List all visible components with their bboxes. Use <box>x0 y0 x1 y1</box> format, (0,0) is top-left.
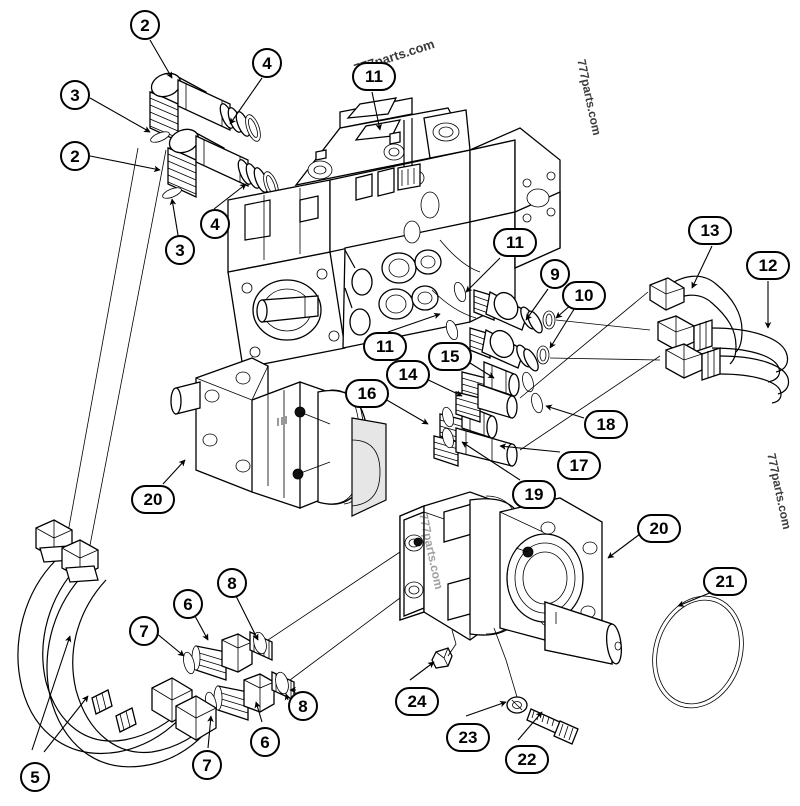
callout-16[interactable]: 16 <box>345 379 389 408</box>
callout-23[interactable]: 23 <box>446 723 490 752</box>
o-ring-on-16 <box>442 406 454 428</box>
callout-3[interactable]: 3 <box>60 80 90 110</box>
o-ring-8-lower <box>275 671 289 695</box>
callout-22[interactable]: 22 <box>505 745 549 774</box>
callout-11[interactable]: 11 <box>352 62 396 91</box>
hose-assembly-12-upper <box>657 315 789 383</box>
hydraulic-drive-motor-right <box>399 491 623 665</box>
plug-24 <box>431 647 453 669</box>
adapter-fitting-6-lower <box>213 670 295 721</box>
hose-assembly-13 <box>649 275 743 365</box>
elbow-adapter-9-upper <box>473 289 543 334</box>
callout-6[interactable]: 6 <box>250 727 280 757</box>
callout-20[interactable]: 20 <box>131 485 175 514</box>
hose-assembly-12-lower <box>665 343 790 404</box>
callout-7[interactable]: 7 <box>129 616 159 646</box>
washer-23 <box>506 696 528 714</box>
o-ring-21 <box>652 595 744 709</box>
callout-4[interactable]: 4 <box>252 48 282 78</box>
o-ring-19 <box>442 427 454 449</box>
callout-15[interactable]: 15 <box>428 342 472 371</box>
callout-10[interactable]: 10 <box>562 281 606 310</box>
cap-screw-22 <box>526 708 579 745</box>
hydraulic-drive-motor-left <box>170 357 387 517</box>
callout-12[interactable]: 12 <box>746 251 790 280</box>
adapter-fitting-18 <box>455 383 518 423</box>
callout-7[interactable]: 7 <box>192 750 222 780</box>
callout-2[interactable]: 2 <box>130 10 160 40</box>
hose-assembly-5-upper <box>17 519 193 754</box>
elbow-fitting-upper <box>149 72 251 143</box>
elbow-fitting-lower <box>167 128 269 199</box>
o-ring-15 <box>522 371 534 393</box>
callout-5[interactable]: 5 <box>20 762 50 792</box>
callout-2[interactable]: 2 <box>60 141 90 171</box>
o-ring-11-a <box>453 281 467 303</box>
callout-6[interactable]: 6 <box>173 589 203 619</box>
callout-11[interactable]: 11 <box>363 332 407 361</box>
callout-3[interactable]: 3 <box>165 235 195 265</box>
callout-18[interactable]: 18 <box>584 410 628 439</box>
o-ring-3-upper <box>150 131 170 143</box>
callout-24[interactable]: 24 <box>395 687 439 716</box>
callout-20[interactable]: 20 <box>637 514 681 543</box>
elbow-adapter-9-lower <box>469 327 539 372</box>
callout-17[interactable]: 17 <box>557 451 601 480</box>
o-ring-18 <box>531 392 543 414</box>
o-ring-7-upper <box>183 651 195 675</box>
o-ring-3-lower <box>162 187 182 199</box>
o-ring-11-b <box>445 319 459 341</box>
callout-13[interactable]: 13 <box>688 216 732 245</box>
callout-8[interactable]: 8 <box>288 691 318 721</box>
callout-11[interactable]: 11 <box>493 228 537 257</box>
callout-4[interactable]: 4 <box>200 209 230 239</box>
callout-19[interactable]: 19 <box>512 480 556 509</box>
callout-14[interactable]: 14 <box>386 360 430 389</box>
callout-8[interactable]: 8 <box>217 568 247 598</box>
hose-assembly-5-lower <box>46 539 217 768</box>
callout-21[interactable]: 21 <box>703 567 747 596</box>
callout-9[interactable]: 9 <box>540 259 570 289</box>
